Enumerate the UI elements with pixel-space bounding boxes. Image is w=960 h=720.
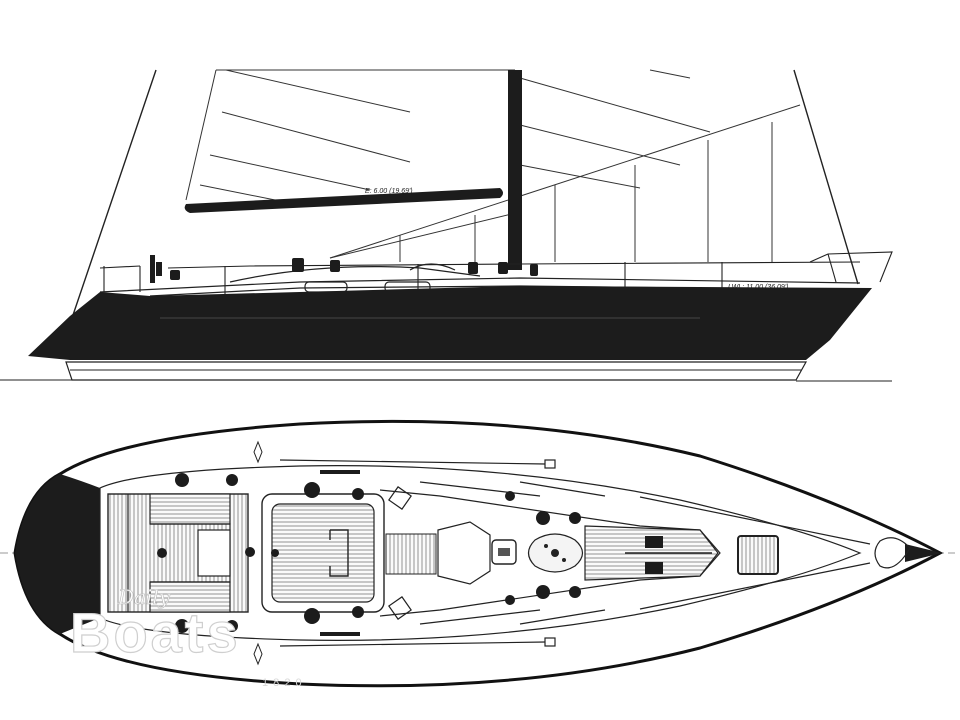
winch-icon <box>505 491 515 501</box>
mainsail <box>329 77 801 262</box>
backstay <box>793 69 859 285</box>
winch-icon <box>292 258 304 272</box>
winch-icon <box>569 586 581 598</box>
boom-label: E: 6.00 (19.69') <box>365 188 413 195</box>
transom-stern <box>15 474 100 634</box>
winch-icon <box>352 606 364 618</box>
winch-icon <box>330 260 340 272</box>
winch-icon <box>245 547 255 557</box>
watermark: Daily Boats 1 8 2 0 <box>69 585 303 689</box>
hatch-icon <box>645 536 663 548</box>
helm-icon <box>150 255 155 283</box>
winch-icon <box>536 511 550 525</box>
deck-hardware <box>150 255 538 283</box>
deck-plan-view <box>0 419 955 688</box>
tracks <box>279 459 871 647</box>
watermark-script: Daily <box>117 585 171 609</box>
winch-icon <box>226 620 238 632</box>
winch-icon <box>175 619 189 633</box>
winch-icon <box>170 270 180 280</box>
profile-view: E: 6.00 (19.69') <box>0 69 893 382</box>
winch-icon <box>468 262 478 274</box>
winch-icon <box>304 482 320 498</box>
boom <box>184 188 503 213</box>
helm-wheel-icon <box>157 548 167 558</box>
winch-icon <box>498 262 508 274</box>
deck-outline <box>99 465 862 641</box>
bow-point <box>905 544 942 562</box>
compass-icon <box>253 440 263 464</box>
winch-icon <box>271 549 279 557</box>
mast <box>508 70 522 270</box>
winch-icon <box>175 473 189 487</box>
compass-icon <box>253 642 263 666</box>
aft-cockpit <box>107 493 249 613</box>
headsail <box>185 69 691 206</box>
winch-icon <box>505 595 515 605</box>
hull <box>28 286 872 360</box>
forward-hatch <box>737 535 779 575</box>
watermark-word: Boats <box>70 601 241 664</box>
plan-winches <box>175 473 581 633</box>
winch-icon <box>352 488 364 500</box>
winch-icon <box>536 585 550 599</box>
watermark-number: 1 8 2 0 <box>262 677 303 689</box>
boot-stripe <box>65 361 808 381</box>
forestay <box>71 69 157 319</box>
bow-pulpit <box>874 537 911 569</box>
hatch-icon <box>645 562 663 574</box>
winch-icon <box>530 264 538 276</box>
winch-icon <box>569 512 581 524</box>
main-cockpit <box>261 493 437 613</box>
winch-icon <box>226 474 238 486</box>
winch-icon <box>304 608 320 624</box>
